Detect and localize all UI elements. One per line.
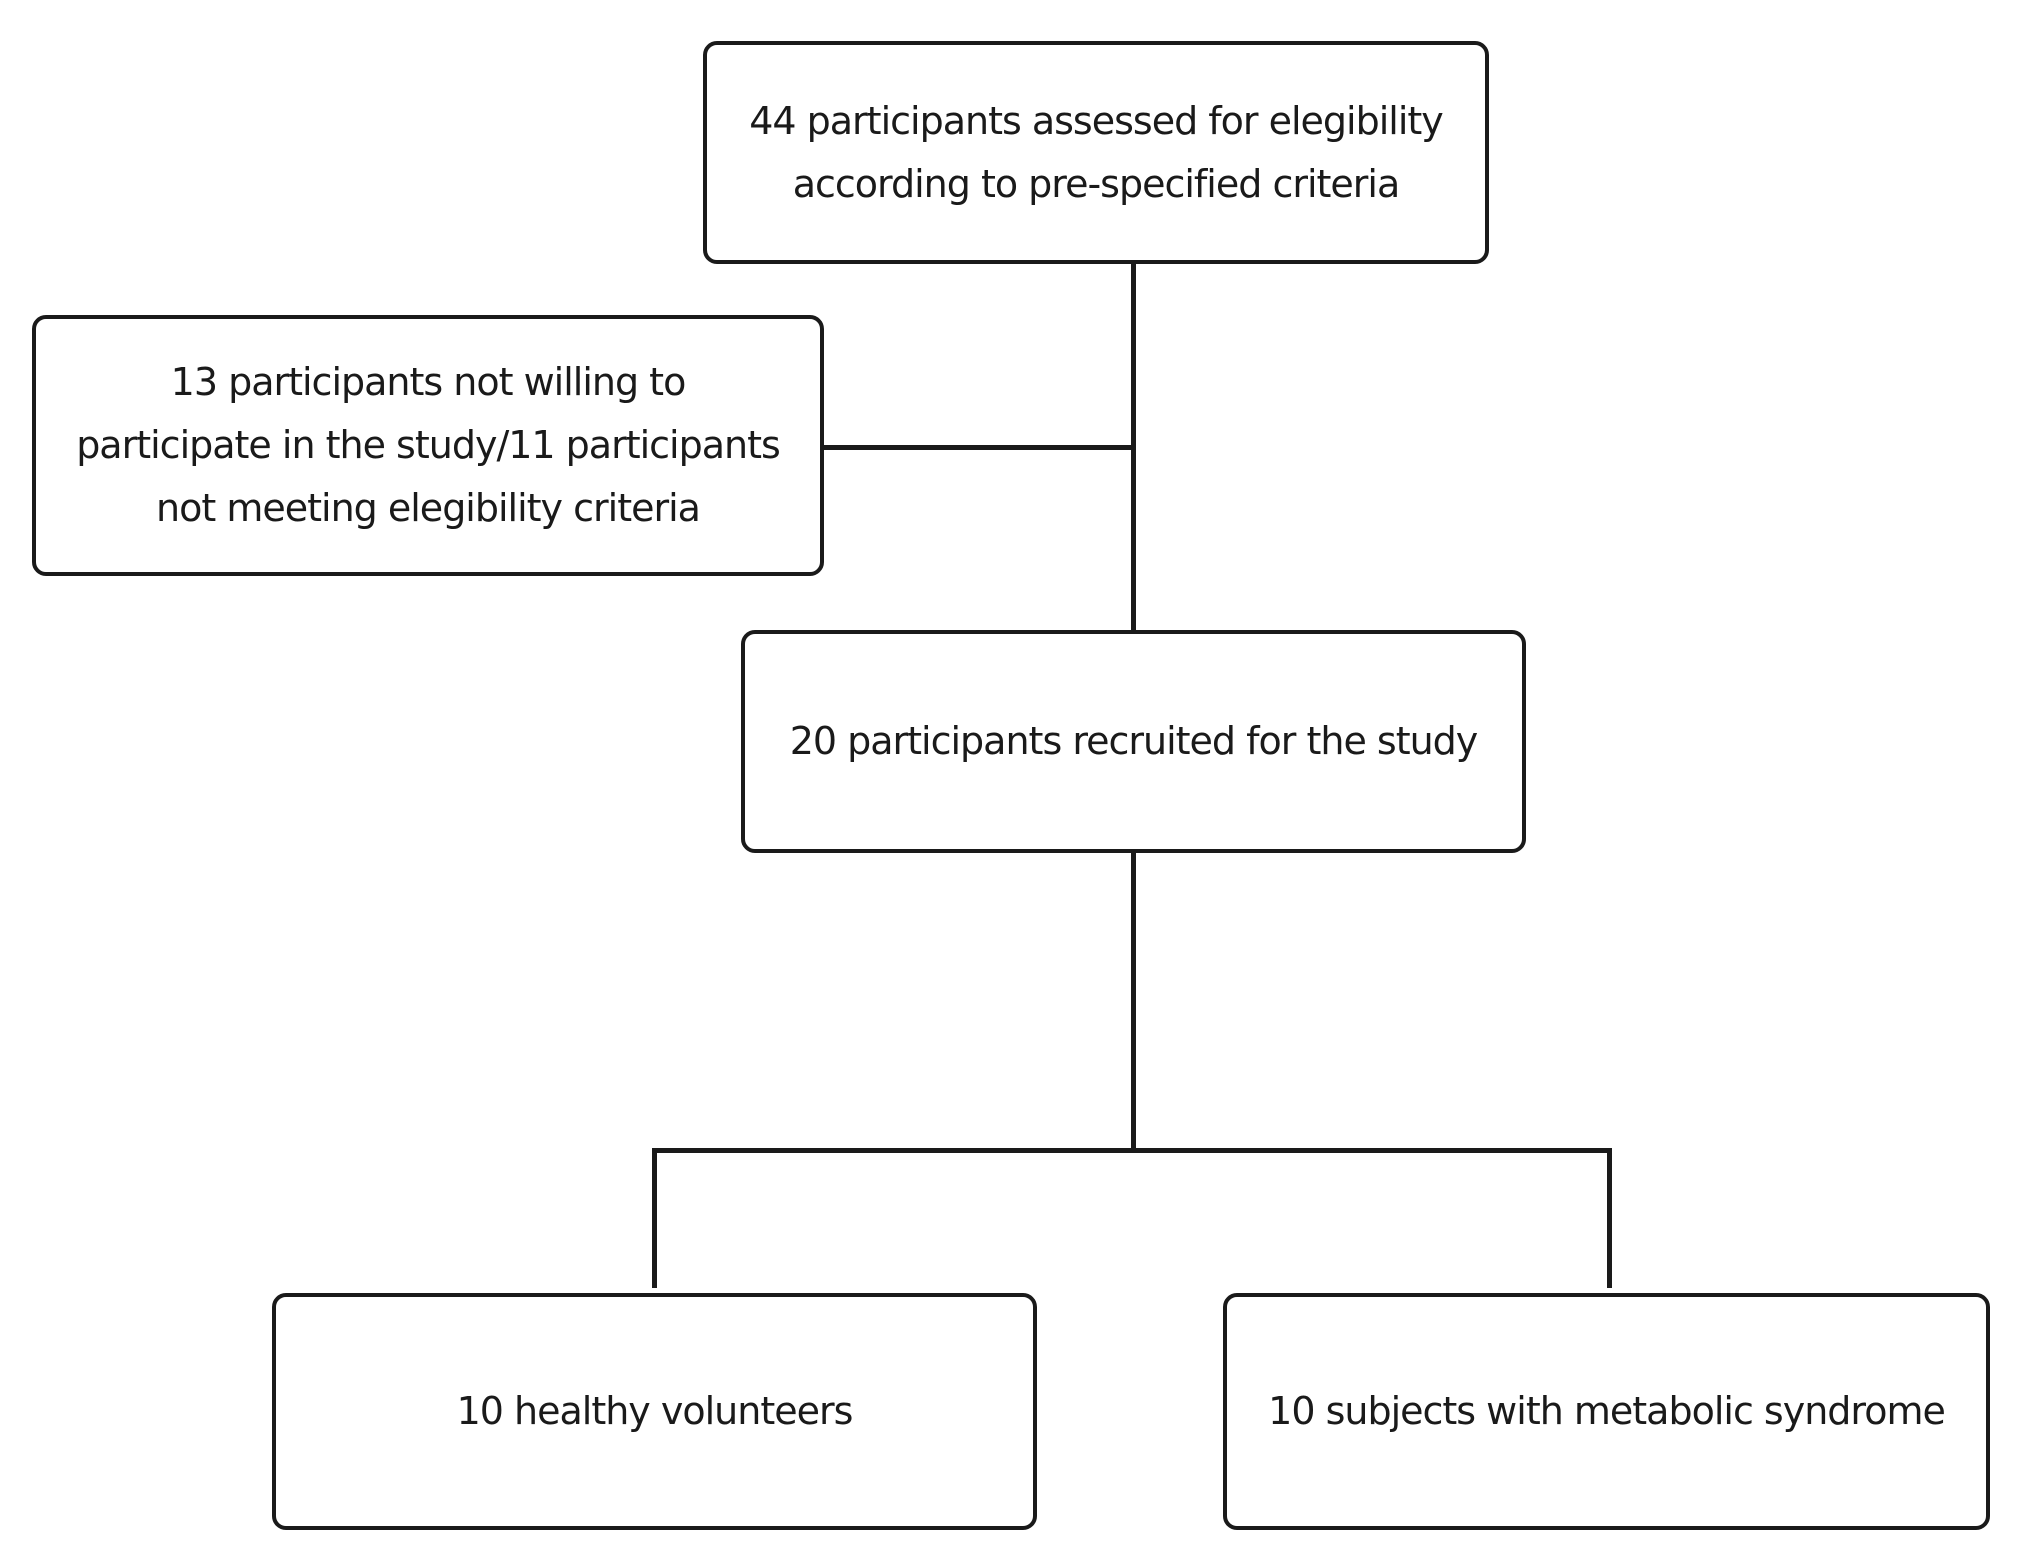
excluded-line-2: participate in the study/11 participants [76, 423, 781, 467]
connector-to-healthy [652, 1148, 657, 1288]
connector-recruited-to-split [1131, 850, 1136, 1151]
assessed-line-2: according to pre-specified criteria [792, 161, 1401, 206]
connector-split-horizontal [652, 1148, 1612, 1153]
connector-exclusion-branch [822, 445, 1134, 450]
healthy-volunteers-text: 10 healthy volunteers [456, 1389, 854, 1433]
recruited-text: 20 participants recruited for the study [789, 719, 1479, 763]
excluded-line-3: not meeting elegibility criteria [156, 486, 701, 530]
assessed-box: 44 participants assessed for elegibility… [703, 41, 1489, 264]
recruited-box: 20 participants recruited for the study [741, 630, 1526, 853]
metabolic-syndrome-box: 10 subjects with metabolic syndrome [1223, 1293, 1990, 1530]
connector-to-metabolic [1607, 1148, 1612, 1288]
metabolic-syndrome-text: 10 subjects with metabolic syndrome [1268, 1389, 1946, 1433]
assessed-line-1: 44 participants assessed for elegibility [749, 98, 1444, 143]
healthy-volunteers-box: 10 healthy volunteers [272, 1293, 1037, 1530]
excluded-box: 13 participants not willing to participa… [32, 315, 824, 576]
excluded-line-1: 13 participants not willing to [170, 360, 687, 404]
